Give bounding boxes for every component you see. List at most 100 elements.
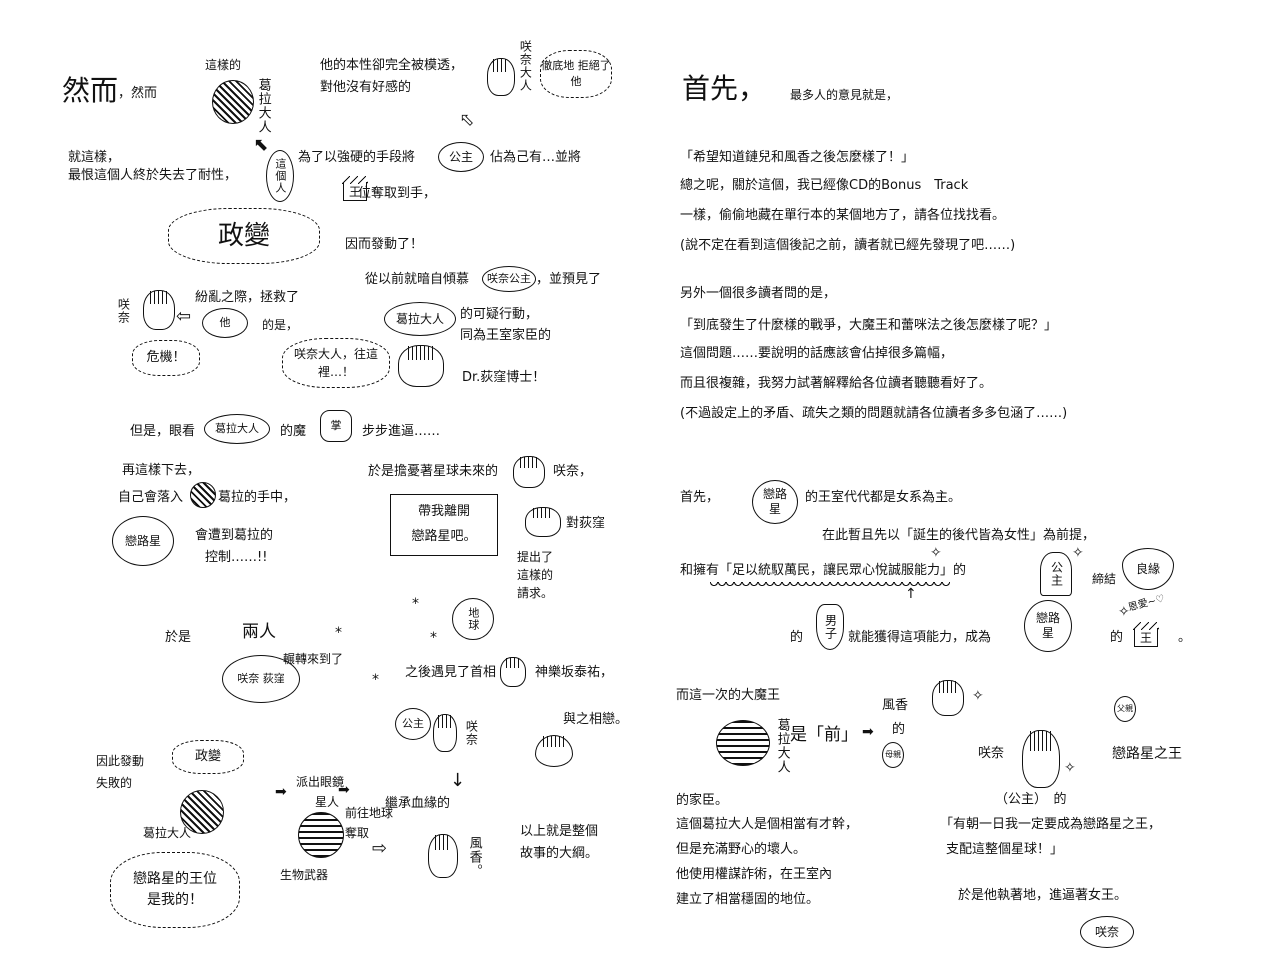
- mother-bubble: 母親: [882, 742, 904, 768]
- refuse-bubble: 徹底地 拒絕了他: [540, 50, 612, 98]
- sakina-drawing: [1022, 730, 1060, 788]
- heart-bubble: 良緣: [1122, 548, 1174, 590]
- text: 同為王室家臣的: [460, 328, 552, 343]
- request-box: 帶我離開 戀路星吧。: [390, 494, 498, 556]
- text: 他的本性卻完全被模透，: [320, 58, 464, 73]
- text: 失敗的: [96, 776, 133, 790]
- text: 葛拉大人: [774, 718, 790, 774]
- text: 之後遇見了首相: [405, 665, 497, 680]
- text-line: 而且很複雜，我努力試著解釋給各位讀者聽聽看好了。: [680, 376, 993, 391]
- text: 神樂坂泰祐，: [535, 665, 614, 680]
- text: 位奪取到手，: [358, 186, 437, 201]
- star-icon: *: [372, 672, 379, 688]
- text: 輾轉來到了: [283, 652, 344, 666]
- text: 的是，: [262, 318, 299, 332]
- fuka-drawing: [428, 834, 458, 878]
- text: 以上就是整個: [520, 824, 599, 839]
- heading-however: 然而: [62, 74, 119, 107]
- gela-drawing: [180, 790, 224, 834]
- doctor-drawing: [525, 507, 561, 537]
- star-icon: *: [335, 625, 342, 641]
- coup-cloud: 政變: [168, 208, 320, 264]
- gela-drawing: [212, 80, 254, 124]
- text: 葛拉的手中，: [218, 490, 297, 505]
- sakina-drawing: [143, 290, 175, 330]
- sakina-drawing: [433, 714, 457, 752]
- star-icon: *: [412, 596, 419, 612]
- text: （公主） 的: [995, 792, 1067, 807]
- this-person-bubble: 這個人: [266, 150, 294, 202]
- text: 的王室代代都是女系為主。: [805, 490, 962, 505]
- text: 風香: [882, 698, 909, 713]
- text: Dr.荻窪博士！: [462, 370, 546, 385]
- text: 前往地球: [345, 806, 394, 820]
- text: 控制……!!: [205, 550, 268, 565]
- text: 的: [1110, 630, 1124, 645]
- sakina-drawing: [513, 456, 545, 488]
- text: 佔為己有…並將: [490, 150, 582, 165]
- text-line: 這個葛拉大人是個相當有才幹，: [676, 817, 859, 832]
- text: 咲奈: [464, 720, 479, 746]
- text: 咲奈大人: [518, 40, 533, 92]
- text: 恩愛~♡: [1127, 593, 1167, 614]
- crown-icon: 王: [342, 176, 368, 201]
- text: 為了以強硬的手段將: [298, 150, 416, 165]
- text: 和擁有「足以統馭萬民，讓民眾心悅誠服能力」的: [680, 563, 967, 578]
- text: 戀路星的王位: [133, 871, 217, 887]
- text: 的: [790, 630, 804, 645]
- text: 最多人的意見就是，: [790, 88, 899, 102]
- text: 的可疑行動，: [460, 307, 539, 322]
- text: 星人: [315, 795, 340, 809]
- left-page: 然而 ，然而 這樣的 葛拉大人 他的本性卻完全被模透， 對他沒有好感的 咲奈大人…: [62, 40, 628, 928]
- crown-icon: 王: [1133, 622, 1159, 647]
- text-line: (說不定在看到這個後記之前，讀者就已經先發現了吧……): [680, 238, 1016, 253]
- text: 因此發動: [96, 754, 145, 768]
- text: 但是，眼看: [130, 424, 196, 439]
- text: 生物武器: [280, 868, 329, 882]
- text: 自己會落入: [118, 490, 184, 505]
- arrow-icon: ➡: [275, 784, 287, 800]
- throne-bubble: 戀路星的王位 是我的！: [110, 852, 240, 928]
- text-line: 這個問題……要說明的話應該會佔掉很多篇幅，: [680, 346, 954, 361]
- text-line: 總之呢，關於這個，我已經像CD的Bonus Track: [680, 178, 969, 193]
- text: 提出了: [517, 550, 554, 564]
- text-line: 「希望知道鏈兒和風香之後怎麼樣了！」: [680, 150, 915, 165]
- text: 首先，: [680, 490, 720, 505]
- planet-bubble: 戀路星: [112, 516, 174, 566]
- sakina-princess-bubble: 咲奈公主: [482, 266, 536, 292]
- heart-couple-drawing: [535, 735, 573, 767]
- text: 葛拉大人: [255, 78, 271, 134]
- text: 這樣的: [517, 568, 554, 582]
- princess-bubble: 公主: [1040, 552, 1072, 596]
- text: ，並預見了: [536, 272, 602, 287]
- arrow-down-icon: ↓: [450, 770, 466, 791]
- text: 對他沒有好感的: [320, 80, 412, 95]
- arrow-left-icon: ⇦: [176, 306, 192, 327]
- text: ，然而: [118, 86, 158, 101]
- text: 最恨這個人終於失去了耐性，: [68, 168, 238, 183]
- gela-drawing: [190, 482, 216, 508]
- text: 步步進逼……: [362, 424, 441, 439]
- text: 風香。: [466, 836, 482, 878]
- sakina-drawing: [487, 58, 515, 96]
- text: 會遭到葛拉的: [195, 528, 274, 543]
- sparkle-icon: ✧: [972, 688, 984, 704]
- gela-bubble: 葛拉大人: [204, 414, 270, 444]
- text: 於是: [165, 630, 192, 645]
- text: 。: [1178, 630, 1192, 645]
- text-line: 但是充滿野心的壞人。: [676, 842, 807, 857]
- kagura-drawing: [500, 657, 526, 687]
- text: 而這一次的大魔王: [676, 688, 781, 703]
- male-bubble: 男子: [816, 604, 844, 650]
- text-line: 建立了相當穩固的地位。: [676, 892, 820, 907]
- arrow-icon: ⇧: [454, 107, 481, 134]
- text-line: 「到底發生了什麼樣的戰爭，大魔王和蕾咪法之後怎麼樣了呢？」: [680, 318, 1058, 333]
- text: 的魔: [280, 424, 307, 439]
- heading-first: 首先，: [682, 72, 767, 105]
- text: 是我的！: [147, 892, 203, 908]
- text: 咲奈，: [553, 464, 593, 479]
- arrow-icon: ➡: [338, 782, 350, 798]
- text: 就能獲得這項能力，成為: [848, 630, 992, 645]
- crisis-bubble: 危機！: [132, 340, 200, 376]
- text: 就這樣，: [68, 150, 121, 165]
